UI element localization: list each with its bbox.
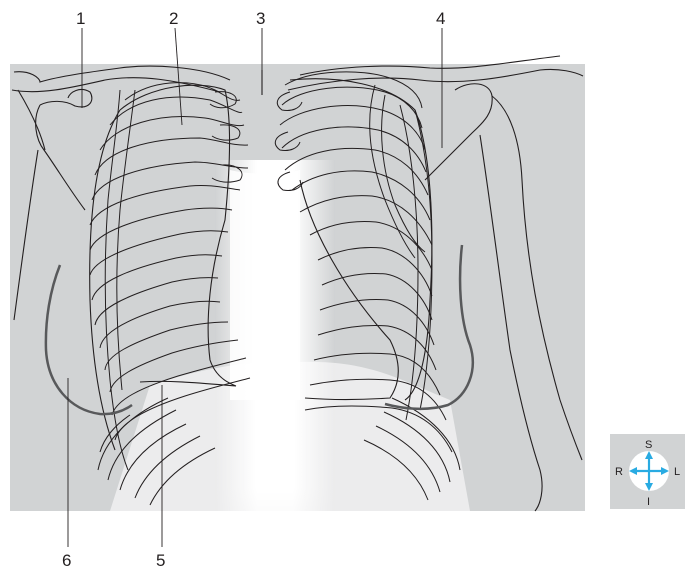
compass-label-inferior: I <box>647 496 650 508</box>
compass-label-left: L <box>674 466 680 478</box>
orientation-compass: S I R L <box>610 434 685 509</box>
callout-6: 6 <box>62 551 71 570</box>
callout-4: 4 <box>436 9 445 28</box>
callout-5: 5 <box>156 551 165 570</box>
callout-3: 3 <box>256 9 265 28</box>
compass-label-right: R <box>615 466 623 478</box>
compass-label-superior: S <box>645 439 652 451</box>
callout-2: 2 <box>169 9 178 28</box>
callout-1: 1 <box>76 9 85 28</box>
